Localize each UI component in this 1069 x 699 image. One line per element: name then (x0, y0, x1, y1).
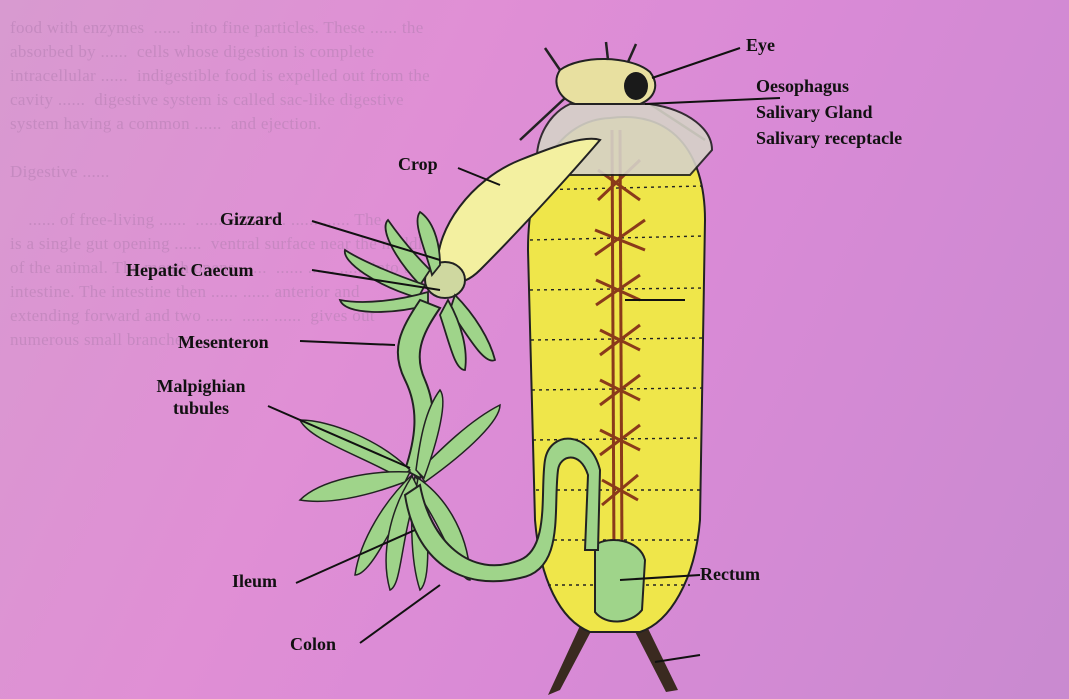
eye-shape (624, 72, 648, 100)
label-salivary-gland: Salivary Gland (756, 101, 873, 123)
label-salivary-receptacle: Salivary receptacle (756, 127, 902, 149)
label-eye: Eye (746, 34, 775, 56)
label-gizzard: Gizzard (220, 208, 282, 230)
label-crop: Crop (398, 153, 438, 175)
label-malpighian-line2: tubules (173, 398, 229, 418)
rectum-shape (595, 540, 645, 622)
label-ileum: Ileum (232, 570, 277, 592)
label-rectum: Rectum (700, 563, 760, 585)
label-mesenteron: Mesenteron (178, 331, 269, 353)
label-colon: Colon (290, 633, 336, 655)
label-malpighian-line1: Malpighian (156, 376, 245, 396)
label-hepatic-caecum: Hepatic Caecum (126, 259, 253, 281)
label-oesophagus: Oesophagus (756, 75, 849, 97)
label-malpighian: Malpighian tubules (146, 375, 256, 419)
